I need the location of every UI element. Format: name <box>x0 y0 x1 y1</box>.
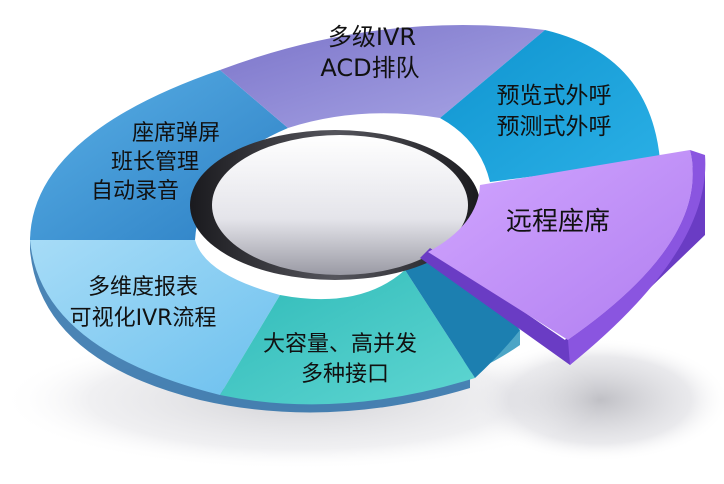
label-reports-line2: 可视化IVR流程 <box>70 306 217 331</box>
label-ivr-acd: 多级IVR ACD排队 <box>320 23 419 82</box>
label-remote: 远程座席 <box>506 207 610 237</box>
segment-outbound <box>440 30 660 182</box>
label-capacity: 大容量、高并发 多种接口 <box>263 332 417 387</box>
segment-remote-edge <box>568 150 706 365</box>
segment-reports <box>30 240 280 395</box>
segment-ivr-acd <box>220 25 545 128</box>
label-remote-line1: 远程座席 <box>506 207 610 237</box>
segment-remote <box>428 150 693 340</box>
label-agent-features-line1: 座席弹屏 <box>132 121 220 146</box>
segment-gap-wedge <box>405 240 520 378</box>
label-reports-line1: 多维度报表 <box>88 275 198 300</box>
label-outbound-line1: 预览式外呼 <box>497 83 612 109</box>
label-agent-features-line3: 自动录音 <box>91 179 179 204</box>
label-agent-features-line2: 班长管理 <box>111 150 199 175</box>
label-outbound-line2: 预测式外呼 <box>497 114 612 140</box>
label-reports: 多维度报表 可视化IVR流程 <box>70 275 217 331</box>
label-ivr-acd-line2: ACD排队 <box>320 54 419 82</box>
segment-capacity <box>220 270 475 405</box>
ring-side-wall <box>30 236 470 413</box>
label-agent-features: 座席弹屏 班长管理 自动录音 <box>91 121 220 204</box>
label-capacity-line1: 大容量、高并发 <box>263 332 417 357</box>
label-ivr-acd-line1: 多级IVR <box>328 23 416 51</box>
segment-agent-features <box>30 70 288 240</box>
hub-top <box>212 135 468 275</box>
label-outbound: 预览式外呼 预测式外呼 <box>497 83 612 140</box>
label-capacity-line2: 多种接口 <box>301 362 389 387</box>
